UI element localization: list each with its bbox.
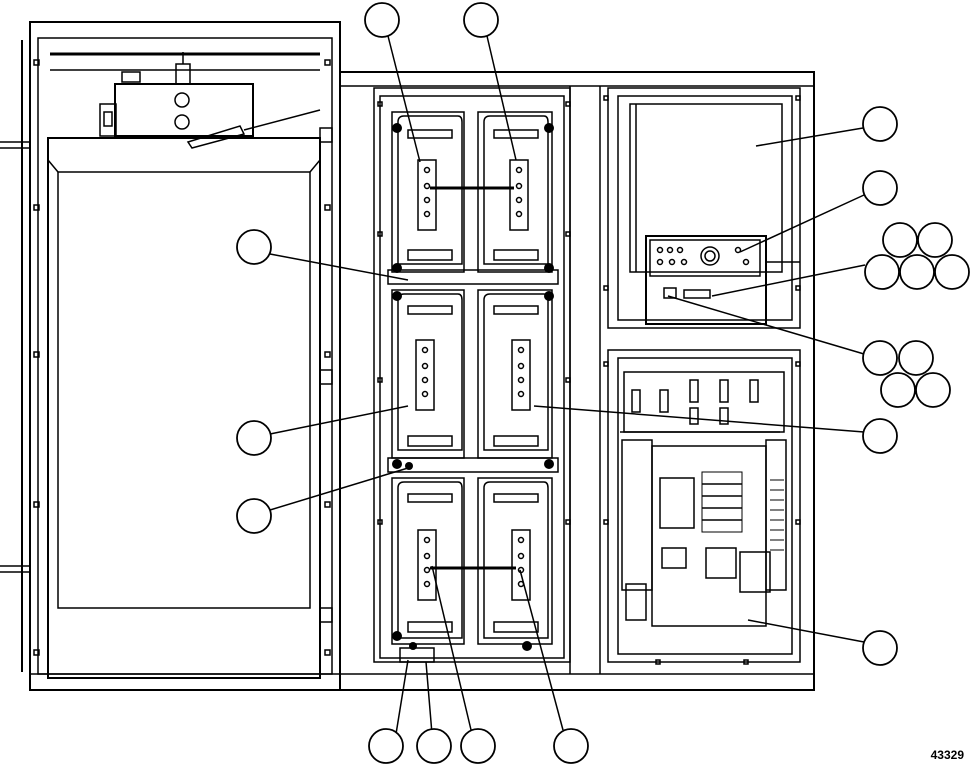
callout-circles — [236, 2, 970, 764]
callout-circle — [862, 170, 898, 206]
callout-circle — [898, 340, 934, 376]
module-fasteners — [392, 123, 554, 651]
module-1 — [391, 111, 465, 273]
module-6 — [477, 477, 553, 645]
module-3 — [391, 289, 465, 459]
power-modules — [387, 111, 559, 663]
module-5 — [391, 477, 465, 645]
module-4 — [477, 289, 553, 459]
callout-circle — [236, 229, 272, 265]
upper-right-compartment — [603, 87, 801, 329]
callout-circle — [862, 630, 898, 666]
callout-circle — [553, 728, 589, 764]
callout-circle — [880, 372, 916, 408]
left-door-cabinet — [0, 21, 341, 691]
module-2 — [477, 111, 553, 273]
callout-circle — [934, 254, 970, 290]
callout-circle — [236, 498, 272, 534]
callout-circle — [862, 106, 898, 142]
callout-circle — [882, 222, 918, 258]
callout-circle — [864, 254, 900, 290]
callout-circle — [416, 728, 452, 764]
callout-circle — [463, 2, 499, 38]
callout-circle — [862, 340, 898, 376]
callout-circle — [917, 222, 953, 258]
callout-circle — [915, 372, 951, 408]
callout-circle — [368, 728, 404, 764]
callout-circle — [899, 254, 935, 290]
callout-circle — [862, 418, 898, 454]
callout-circle — [460, 728, 496, 764]
callout-circle — [236, 420, 272, 456]
lower-right-compartment — [603, 349, 801, 665]
main-cabinet-frame — [30, 71, 815, 691]
leader-lines — [269, 35, 866, 735]
figure-id-label: 43329 — [930, 748, 964, 762]
callout-circle — [364, 2, 400, 38]
